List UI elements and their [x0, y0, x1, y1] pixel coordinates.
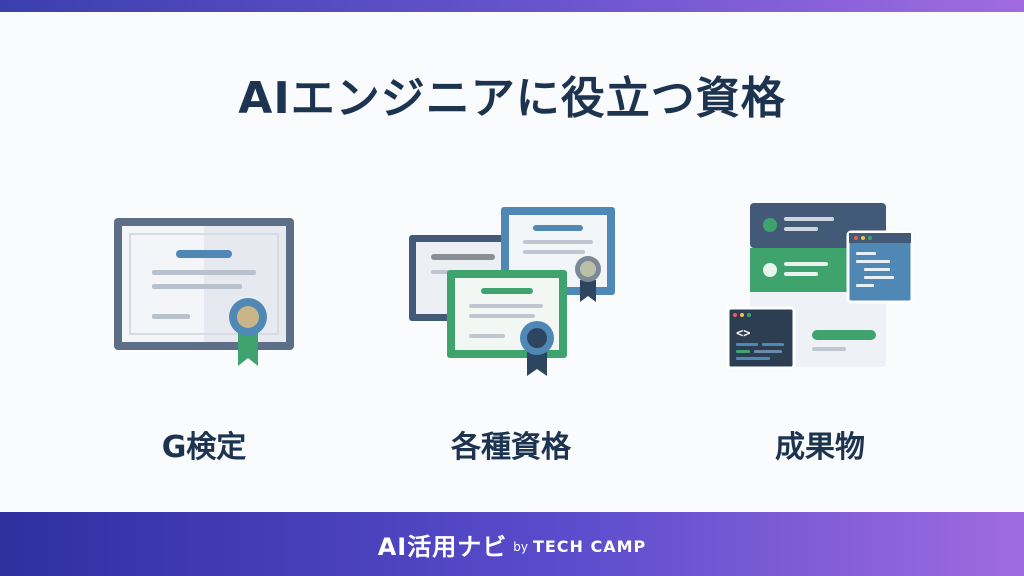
- multiple-certificates-icon: [409, 207, 615, 376]
- top-accent-bar: [0, 0, 1024, 12]
- card-g-kentei: G検定: [74, 190, 334, 490]
- item-label: G検定: [161, 430, 247, 465]
- svg-text:<>: <>: [736, 326, 750, 340]
- certificate-icon: [114, 218, 294, 366]
- brand-name: AI活用ナビ: [377, 532, 508, 561]
- page-title: AIエンジニアに役立つ資格: [238, 73, 786, 124]
- footer-bar: AI活用ナビ by TECH CAMP: [0, 512, 1024, 576]
- brand-by: by: [513, 540, 528, 554]
- card-various-certifications: 各種資格: [381, 190, 641, 490]
- portfolio-screens-icon: <>: [726, 203, 914, 370]
- item-label: 成果物: [775, 430, 865, 465]
- brand-logo: AI活用ナビ by TECH CAMP: [0, 512, 1024, 576]
- brand-company: TECH CAMP: [532, 536, 647, 556]
- item-label: 各種資格: [451, 430, 571, 465]
- card-deliverables: <> 成果物: [690, 190, 950, 490]
